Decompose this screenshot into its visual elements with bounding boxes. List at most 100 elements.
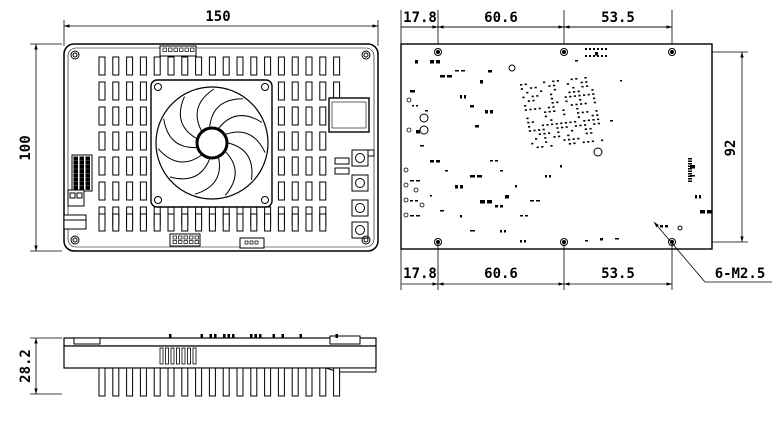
smd-pad: [524, 109, 527, 111]
smd-pad: [562, 109, 565, 111]
side-fin: [167, 367, 175, 397]
fin-slot: [305, 156, 313, 176]
side-fin: [153, 367, 161, 397]
smd-pad: [544, 111, 547, 113]
smd-pad: [526, 117, 529, 120]
fin-slot: [153, 213, 161, 232]
side-fin: [236, 367, 244, 397]
header-pin: [73, 185, 78, 190]
via: [419, 125, 429, 135]
fin-slot: [277, 213, 285, 232]
smd-pad: [524, 83, 527, 86]
smd-pad: [550, 97, 553, 100]
smd-part: [440, 210, 444, 212]
dim-top-b: 60.6: [484, 10, 518, 26]
side-pin: [165, 347, 169, 365]
smd-components: [403, 48, 712, 243]
smd-pad: [558, 135, 561, 138]
header-pin: [85, 169, 90, 174]
side-fins: [98, 367, 341, 397]
smd-part: [430, 60, 434, 64]
connector-pin: [688, 180, 692, 182]
smd-part: [460, 185, 463, 189]
header-pin: [85, 156, 90, 161]
fan-blade: [194, 157, 220, 195]
left-connectors: [63, 154, 93, 230]
via: [419, 113, 429, 123]
header-pin: [79, 169, 84, 174]
header-pin: [190, 47, 195, 52]
smd-pad: [590, 132, 593, 134]
smd-pad: [551, 123, 554, 126]
smd-part: [620, 80, 622, 82]
smd-pad: [589, 48, 591, 50]
smd-pad: [585, 81, 588, 83]
top-header-connector: [159, 45, 197, 57]
smd-pad: [574, 121, 577, 123]
smd-pad: [557, 131, 560, 133]
smd-pad: [584, 102, 587, 105]
fin-slot: [305, 56, 313, 76]
fan-blades: [157, 88, 266, 196]
fan-blade: [225, 131, 266, 153]
smd-pad: [543, 132, 546, 135]
via: [406, 97, 412, 103]
smd-pad: [556, 127, 559, 129]
smd-part: [690, 175, 695, 177]
side-pin: [187, 347, 191, 365]
smd-pad: [567, 134, 570, 137]
smd-pad: [572, 138, 575, 140]
fin-slot: [277, 131, 285, 151]
smd-pad: [585, 55, 587, 57]
fin-slot: [305, 213, 313, 232]
fin-slot: [319, 131, 327, 151]
dim-bot-c: 53.5: [601, 266, 635, 282]
connector-pin: [688, 173, 692, 175]
smd-part: [475, 125, 479, 128]
smd-part: [436, 160, 440, 163]
header-pin: [73, 169, 78, 174]
smd-pad: [550, 119, 553, 121]
fin-slot: [319, 106, 327, 126]
smd-part: [536, 200, 540, 202]
side-fin: [222, 367, 230, 397]
fan-blade: [227, 142, 253, 180]
side-height-dimension: 28.2: [18, 337, 62, 395]
header-pin: [172, 240, 177, 244]
smd-pad: [520, 84, 523, 86]
side-part: [335, 334, 338, 338]
header-pin: [162, 47, 167, 52]
smd-pad: [544, 137, 547, 139]
smd-pad: [592, 119, 595, 121]
smd-part: [445, 170, 448, 172]
smd-pad: [560, 122, 563, 125]
side-fin: [277, 367, 285, 397]
smd-pad: [569, 95, 572, 98]
smd-part: [477, 175, 482, 178]
header-pin: [249, 240, 254, 245]
side-pcb: [63, 337, 377, 347]
smd-pad: [591, 114, 594, 117]
smd-pad: [591, 140, 594, 143]
side-fin: [291, 367, 299, 397]
header-pin: [79, 185, 84, 190]
smd-pad: [527, 121, 530, 124]
smd-pad: [566, 83, 569, 85]
fin-slot: [112, 131, 120, 151]
smd-pad: [605, 48, 607, 50]
smd-pad: [573, 95, 576, 97]
fin-slot: [98, 213, 106, 232]
dim-top-c: 53.5: [601, 10, 635, 26]
side-height-label: 28.2: [18, 349, 34, 383]
fin-slot: [250, 213, 258, 232]
smd-pad: [569, 121, 572, 124]
smd-pad: [574, 125, 577, 127]
side-part: [281, 334, 284, 338]
fin-slot: [139, 56, 147, 76]
connector-pin: [688, 163, 692, 165]
header-pin: [73, 156, 78, 161]
smd-pad: [565, 100, 568, 103]
header-pin: [85, 177, 90, 182]
smd-pad: [527, 100, 530, 102]
smd-pad: [553, 136, 556, 138]
